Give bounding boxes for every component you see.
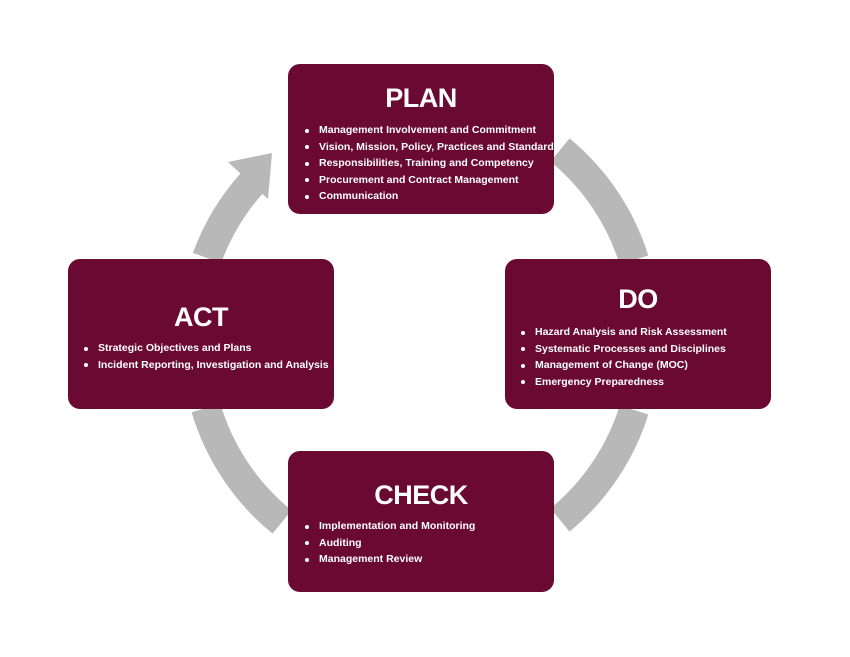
act-box: ACT Strategic Objectives and Plans Incid… (68, 259, 334, 409)
plan-item: Vision, Mission, Policy, Practices and S… (302, 139, 560, 156)
plan-list: Management Involvement and Commitment Vi… (288, 122, 560, 205)
arrowhead-icon (228, 153, 272, 199)
act-title: ACT (174, 302, 229, 332)
check-box: CHECK Implementation and Monitoring Audi… (288, 451, 554, 592)
plan-item: Responsibilities, Training and Competenc… (302, 155, 554, 172)
plan-item: Management Involvement and Commitment (302, 122, 554, 139)
check-item: Implementation and Monitoring (302, 518, 554, 535)
do-box: DO Hazard Analysis and Risk Assessment S… (505, 259, 771, 409)
do-title: DO (618, 284, 658, 314)
plan-item: Procurement and Contract Management (302, 172, 554, 189)
do-list: Hazard Analysis and Risk Assessment Syst… (505, 324, 771, 390)
act-item: Incident Reporting, Investigation and An… (81, 357, 334, 374)
do-item: Management of Change (MOC) (518, 357, 771, 374)
check-item: Management Review (302, 551, 554, 568)
check-title: CHECK (374, 480, 468, 510)
cycle-arrow-act-to-plan (192, 172, 264, 264)
cycle-arrow-do-to-check (550, 405, 649, 532)
act-list: Strategic Objectives and Plans Incident … (68, 340, 334, 373)
plan-box: PLAN Management Involvement and Commitme… (288, 64, 560, 214)
do-item: Emergency Preparedness (518, 374, 771, 391)
plan-title: PLAN (385, 83, 457, 113)
plan-item: Communication (302, 188, 554, 205)
check-item: Auditing (302, 535, 554, 552)
cycle-arrow-check-to-act (191, 403, 292, 534)
check-list: Implementation and Monitoring Auditing M… (288, 518, 554, 568)
cycle-arrow-plan-to-do (550, 138, 649, 265)
act-item: Strategic Objectives and Plans (81, 340, 334, 357)
do-item: Hazard Analysis and Risk Assessment (518, 324, 771, 341)
do-item: Systematic Processes and Disciplines (518, 341, 771, 358)
